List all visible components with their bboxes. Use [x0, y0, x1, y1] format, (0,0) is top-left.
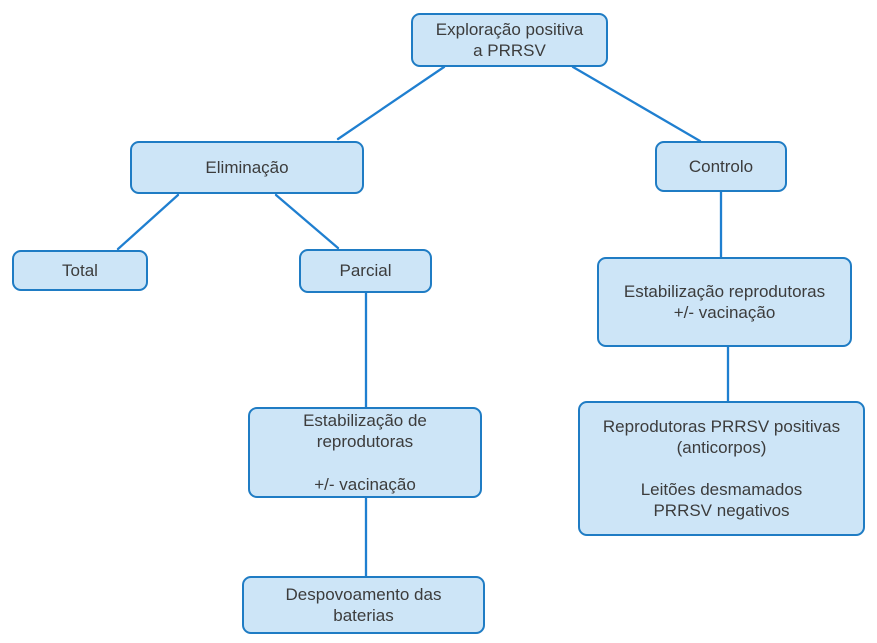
connector-root-controlo: [571, 65, 702, 143]
connector-eliminacao-total: [116, 193, 180, 251]
node-despovoamento-das-baterias: Despovoamento das baterias: [242, 576, 485, 634]
node-exploracao-positiva-prrsv: Exploração positiva a PRRSV: [411, 13, 608, 67]
connector-eliminacao-parcial: [274, 193, 340, 250]
connector-root-eliminacao: [336, 65, 446, 141]
node-total: Total: [12, 250, 148, 291]
node-reprodutoras-prrsv-positivas: Reprodutoras PRRSV positivas (anticorpos…: [578, 401, 865, 536]
node-eliminacao: Eliminação: [130, 141, 364, 194]
node-controlo: Controlo: [655, 141, 787, 192]
node-estabilizacao-reprodutoras-vacinacao: Estabilização reprodutoras +/- vacinação: [597, 257, 852, 347]
node-parcial: Parcial: [299, 249, 432, 293]
node-estabilizacao-de-reprodutoras: Estabilização de reprodutoras +/- vacina…: [248, 407, 482, 498]
